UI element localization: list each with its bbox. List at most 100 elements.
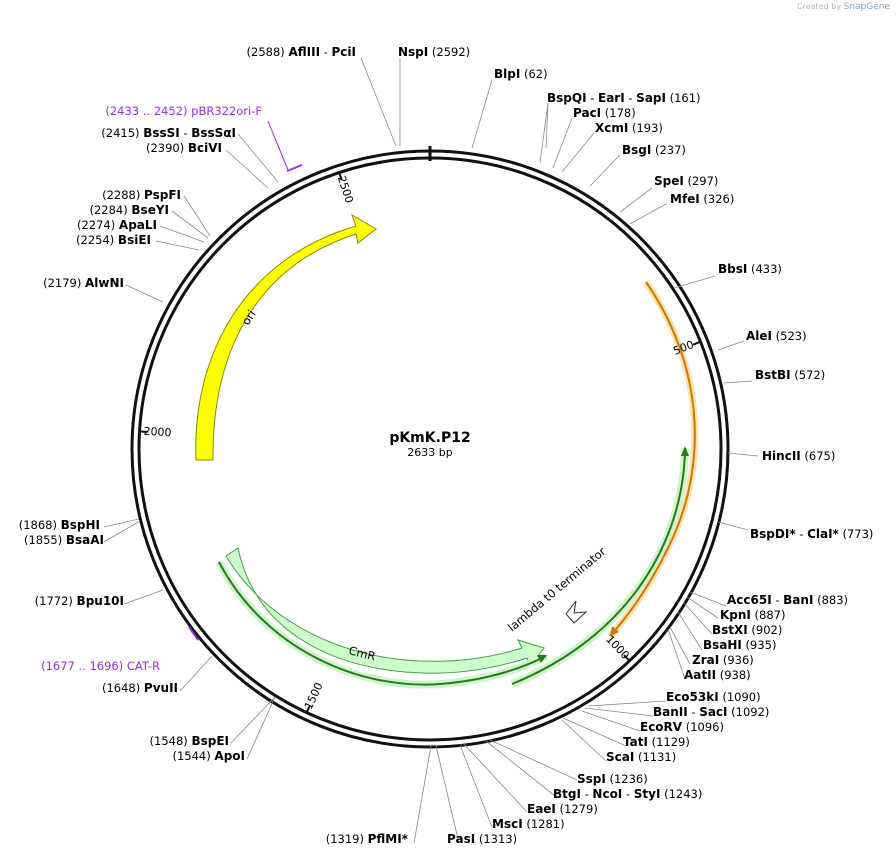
cat-r-mark xyxy=(188,626,199,641)
site-label-part: BsaHI xyxy=(703,638,742,652)
site-label-part: (1281) xyxy=(523,817,565,831)
site-label-bspdi-clai: BspDI* - ClaI* (773) xyxy=(750,527,873,541)
site-label-part: (2179) xyxy=(43,276,85,290)
site-label-part: (2415) xyxy=(101,126,143,140)
site-label-part: (1236) xyxy=(606,772,648,786)
site-label-part: (62) xyxy=(520,67,547,81)
site-label-part: BspEI xyxy=(191,734,229,748)
site-label-part: (1131) xyxy=(634,750,676,764)
site-label-part: PspFI xyxy=(144,188,181,202)
site-label-part: (237) xyxy=(651,143,686,157)
site-label-part: (2254) xyxy=(76,233,118,247)
site-label-part: BanI xyxy=(783,593,813,607)
site-label-part: BseYI xyxy=(131,203,169,217)
pbr322ori-f-leader xyxy=(267,120,289,171)
site-label-bspei: (1548) BspEI xyxy=(150,734,229,748)
site-label-part: XcmI xyxy=(595,121,628,135)
cmr-arrow xyxy=(225,547,545,674)
green-arc-right-line xyxy=(511,447,686,685)
snapgene-credit: Created by SnapGene xyxy=(797,2,890,12)
ori-arrow xyxy=(195,213,377,461)
site-label-part: (887) xyxy=(751,608,786,622)
site-label-part: (935) xyxy=(742,638,777,652)
site-label-part: (1648) xyxy=(102,681,144,695)
site-label-part: BspQI xyxy=(547,91,587,105)
site-label-part: BspDI xyxy=(750,527,789,541)
site-label-tati: TatI (1129) xyxy=(623,735,690,749)
site-label-part: - xyxy=(587,91,598,105)
site-label-part: EaeI xyxy=(527,802,556,816)
site-label-eaei: EaeI (1279) xyxy=(527,802,598,816)
site-label-part: (2390) xyxy=(146,141,188,155)
site-label-part: (1129) xyxy=(648,735,690,749)
site-label-part: (2288) xyxy=(102,188,144,202)
site-label-part: (1677 .. 1696) CAT-R xyxy=(41,659,160,673)
site-label-blpi: BlpI (62) xyxy=(494,67,548,81)
site-label-pasi: PasI (1313) xyxy=(447,832,517,846)
tick-1500 xyxy=(305,704,311,714)
site-label-part: (1092) xyxy=(728,705,770,719)
site-label-part: PasI xyxy=(447,832,475,846)
site-label-part: (902) xyxy=(748,623,783,637)
site-label-part: - xyxy=(622,787,633,801)
site-label-aatii: AatII (938) xyxy=(684,668,751,682)
site-label-part: BsgI xyxy=(622,143,651,157)
site-label-bstbi: BstBI (572) xyxy=(755,368,825,382)
site-label-part: PacI xyxy=(573,106,601,120)
site-label-bspqi-eari-sapi: BspQI - EarI - SapI (161) xyxy=(547,91,701,105)
site-label-part: HincII xyxy=(762,449,801,463)
site-label-part: BbsI xyxy=(718,262,747,276)
site-label-cat-r: (1677 .. 1696) CAT-R xyxy=(41,659,160,673)
site-label-scai: ScaI (1131) xyxy=(606,750,676,764)
site-label-bsgi: BsgI (237) xyxy=(622,143,686,157)
site-label-spei: SpeI (297) xyxy=(654,174,718,188)
site-label-part: ApoI xyxy=(214,749,245,763)
site-label-part: (1548) xyxy=(150,734,192,748)
cmr-label: CmR xyxy=(347,643,377,663)
site-label-part: BssSI xyxy=(143,126,180,140)
site-label-part: BciVI xyxy=(188,141,222,155)
site-label-part: BtgI xyxy=(553,787,581,801)
site-label-banii-saci: BanII - SacI (1092) xyxy=(653,705,769,719)
site-label-part: AlwNI xyxy=(85,276,124,290)
site-label-part: BssSαI xyxy=(191,126,236,140)
site-label-part: (1319) xyxy=(326,832,368,846)
site-label-part: * xyxy=(789,527,796,541)
site-label-bbsi: BbsI (433) xyxy=(718,262,782,276)
terminator-label: lambda t0 terminator xyxy=(505,544,609,634)
site-label-part: (523) xyxy=(772,329,807,343)
site-label-msci: MscI (1281) xyxy=(492,817,565,831)
site-label-part: PvuII xyxy=(144,681,178,695)
site-label-part: (433) xyxy=(747,262,782,276)
site-label-zrai: ZraI (936) xyxy=(692,653,754,667)
green-arc-bottom-line xyxy=(218,561,547,686)
site-label-bssi-bsssai: (2415) BssSI - BssSαI xyxy=(101,126,236,140)
site-label-paci: PacI (178) xyxy=(573,106,636,120)
site-label-part: PflMI xyxy=(368,832,402,846)
site-label-part: (326) xyxy=(700,192,735,206)
site-label-part: - xyxy=(772,593,783,607)
site-label-part: ApaLI xyxy=(119,218,157,232)
site-label-part: * xyxy=(402,832,409,846)
orange-arc-line xyxy=(609,281,696,637)
site-label-part: (1313) xyxy=(475,832,517,846)
site-label-part: MfeI xyxy=(670,192,700,206)
snapgene-logo: SnapGene xyxy=(843,2,890,12)
site-label-apoi: (1544) ApoI xyxy=(173,749,246,763)
site-label-ecorv: EcoRV (1096) xyxy=(640,720,724,734)
site-label-pbr322ori-f: (2433 .. 2452) pBR322ori-F xyxy=(105,104,262,118)
site-label-part: (572) xyxy=(791,368,826,382)
site-label-pvuii: (1648) PvuII xyxy=(102,681,178,695)
site-label-mfei: MfeI (326) xyxy=(670,192,734,206)
site-label-part: (773) xyxy=(839,527,874,541)
site-label-part: (297) xyxy=(684,174,719,188)
site-label-bsaai: (1855) BsaAI xyxy=(24,533,104,547)
site-label-part: EcoRV xyxy=(640,720,683,734)
site-label-part: SpeI xyxy=(654,174,684,188)
site-label-alei: AleI (523) xyxy=(746,329,807,343)
site-label-bstxi: BstXI (902) xyxy=(712,623,782,637)
site-label-part: (1868) xyxy=(19,518,61,532)
site-label-part: (1279) xyxy=(556,802,598,816)
